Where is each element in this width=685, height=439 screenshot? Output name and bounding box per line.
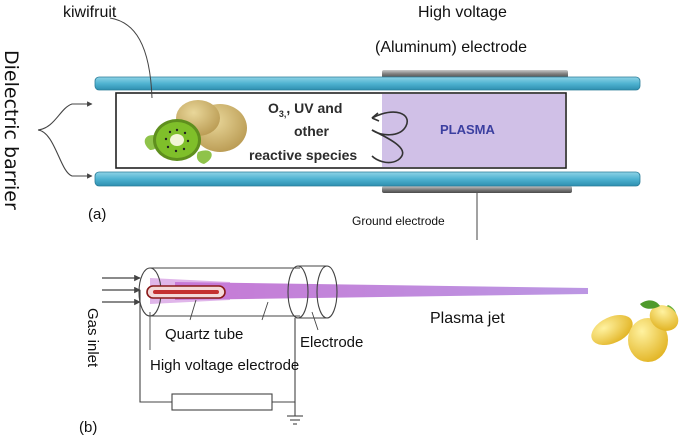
dielectric-barrier-bottom: [94, 171, 641, 187]
dielectric-brace-arrows: [37, 101, 93, 179]
panel-b: Quartz tube High voltage electrode Elect…: [79, 265, 679, 436]
quartz-tube-label: Quartz tube: [165, 326, 243, 343]
species-line-2: other: [294, 123, 330, 139]
high-voltage-electrode-plate: [382, 70, 568, 78]
outer-electrode: [287, 265, 338, 319]
species-o3-rest: , UV and: [286, 100, 342, 116]
ground-electrode-plate: [382, 186, 572, 193]
high-voltage-label: High voltage: [418, 4, 507, 21]
plasma-region: [382, 94, 565, 167]
dielectric-barrier-label: Dielectric barrier: [0, 50, 22, 210]
ground-symbol-icon: [287, 415, 303, 425]
mango-illustration: [591, 300, 679, 362]
species-line-3: reactive species: [249, 147, 357, 163]
high-voltage-electrode-label: High voltage electrode: [150, 357, 299, 374]
kiwifruit-illustration: [144, 100, 247, 164]
dielectric-barrier-top: [94, 76, 641, 91]
kiwifruit-label: kiwifruit: [63, 4, 117, 21]
swirl-arrow-icon: [371, 111, 408, 164]
species-o3-subscript: 3,: [279, 109, 287, 119]
aluminum-electrode-label: (Aluminum) electrode: [375, 39, 527, 56]
kiwifruit-pointer-line: [109, 17, 153, 99]
circuit-wiring: [139, 290, 296, 416]
panel-a-label: (a): [88, 206, 106, 223]
species-line-1: O3,, UV and: [268, 100, 342, 119]
label-pointer-lines: [149, 299, 319, 350]
gas-inlet-arrows: [102, 274, 141, 306]
electrode-label: Electrode: [300, 334, 363, 351]
panel-a: PLASMA: [0, 4, 641, 240]
ground-electrode-label: Ground electrode: [352, 214, 445, 228]
species-o3: O: [268, 100, 279, 116]
plasma-jet: [175, 282, 588, 300]
gas-inlet-label: Gas inlet: [84, 308, 101, 368]
plasma-jet-label: Plasma jet: [430, 310, 505, 327]
panel-b-label: (b): [79, 419, 97, 436]
plasma-label: PLASMA: [440, 122, 496, 137]
resistor: [171, 393, 273, 411]
